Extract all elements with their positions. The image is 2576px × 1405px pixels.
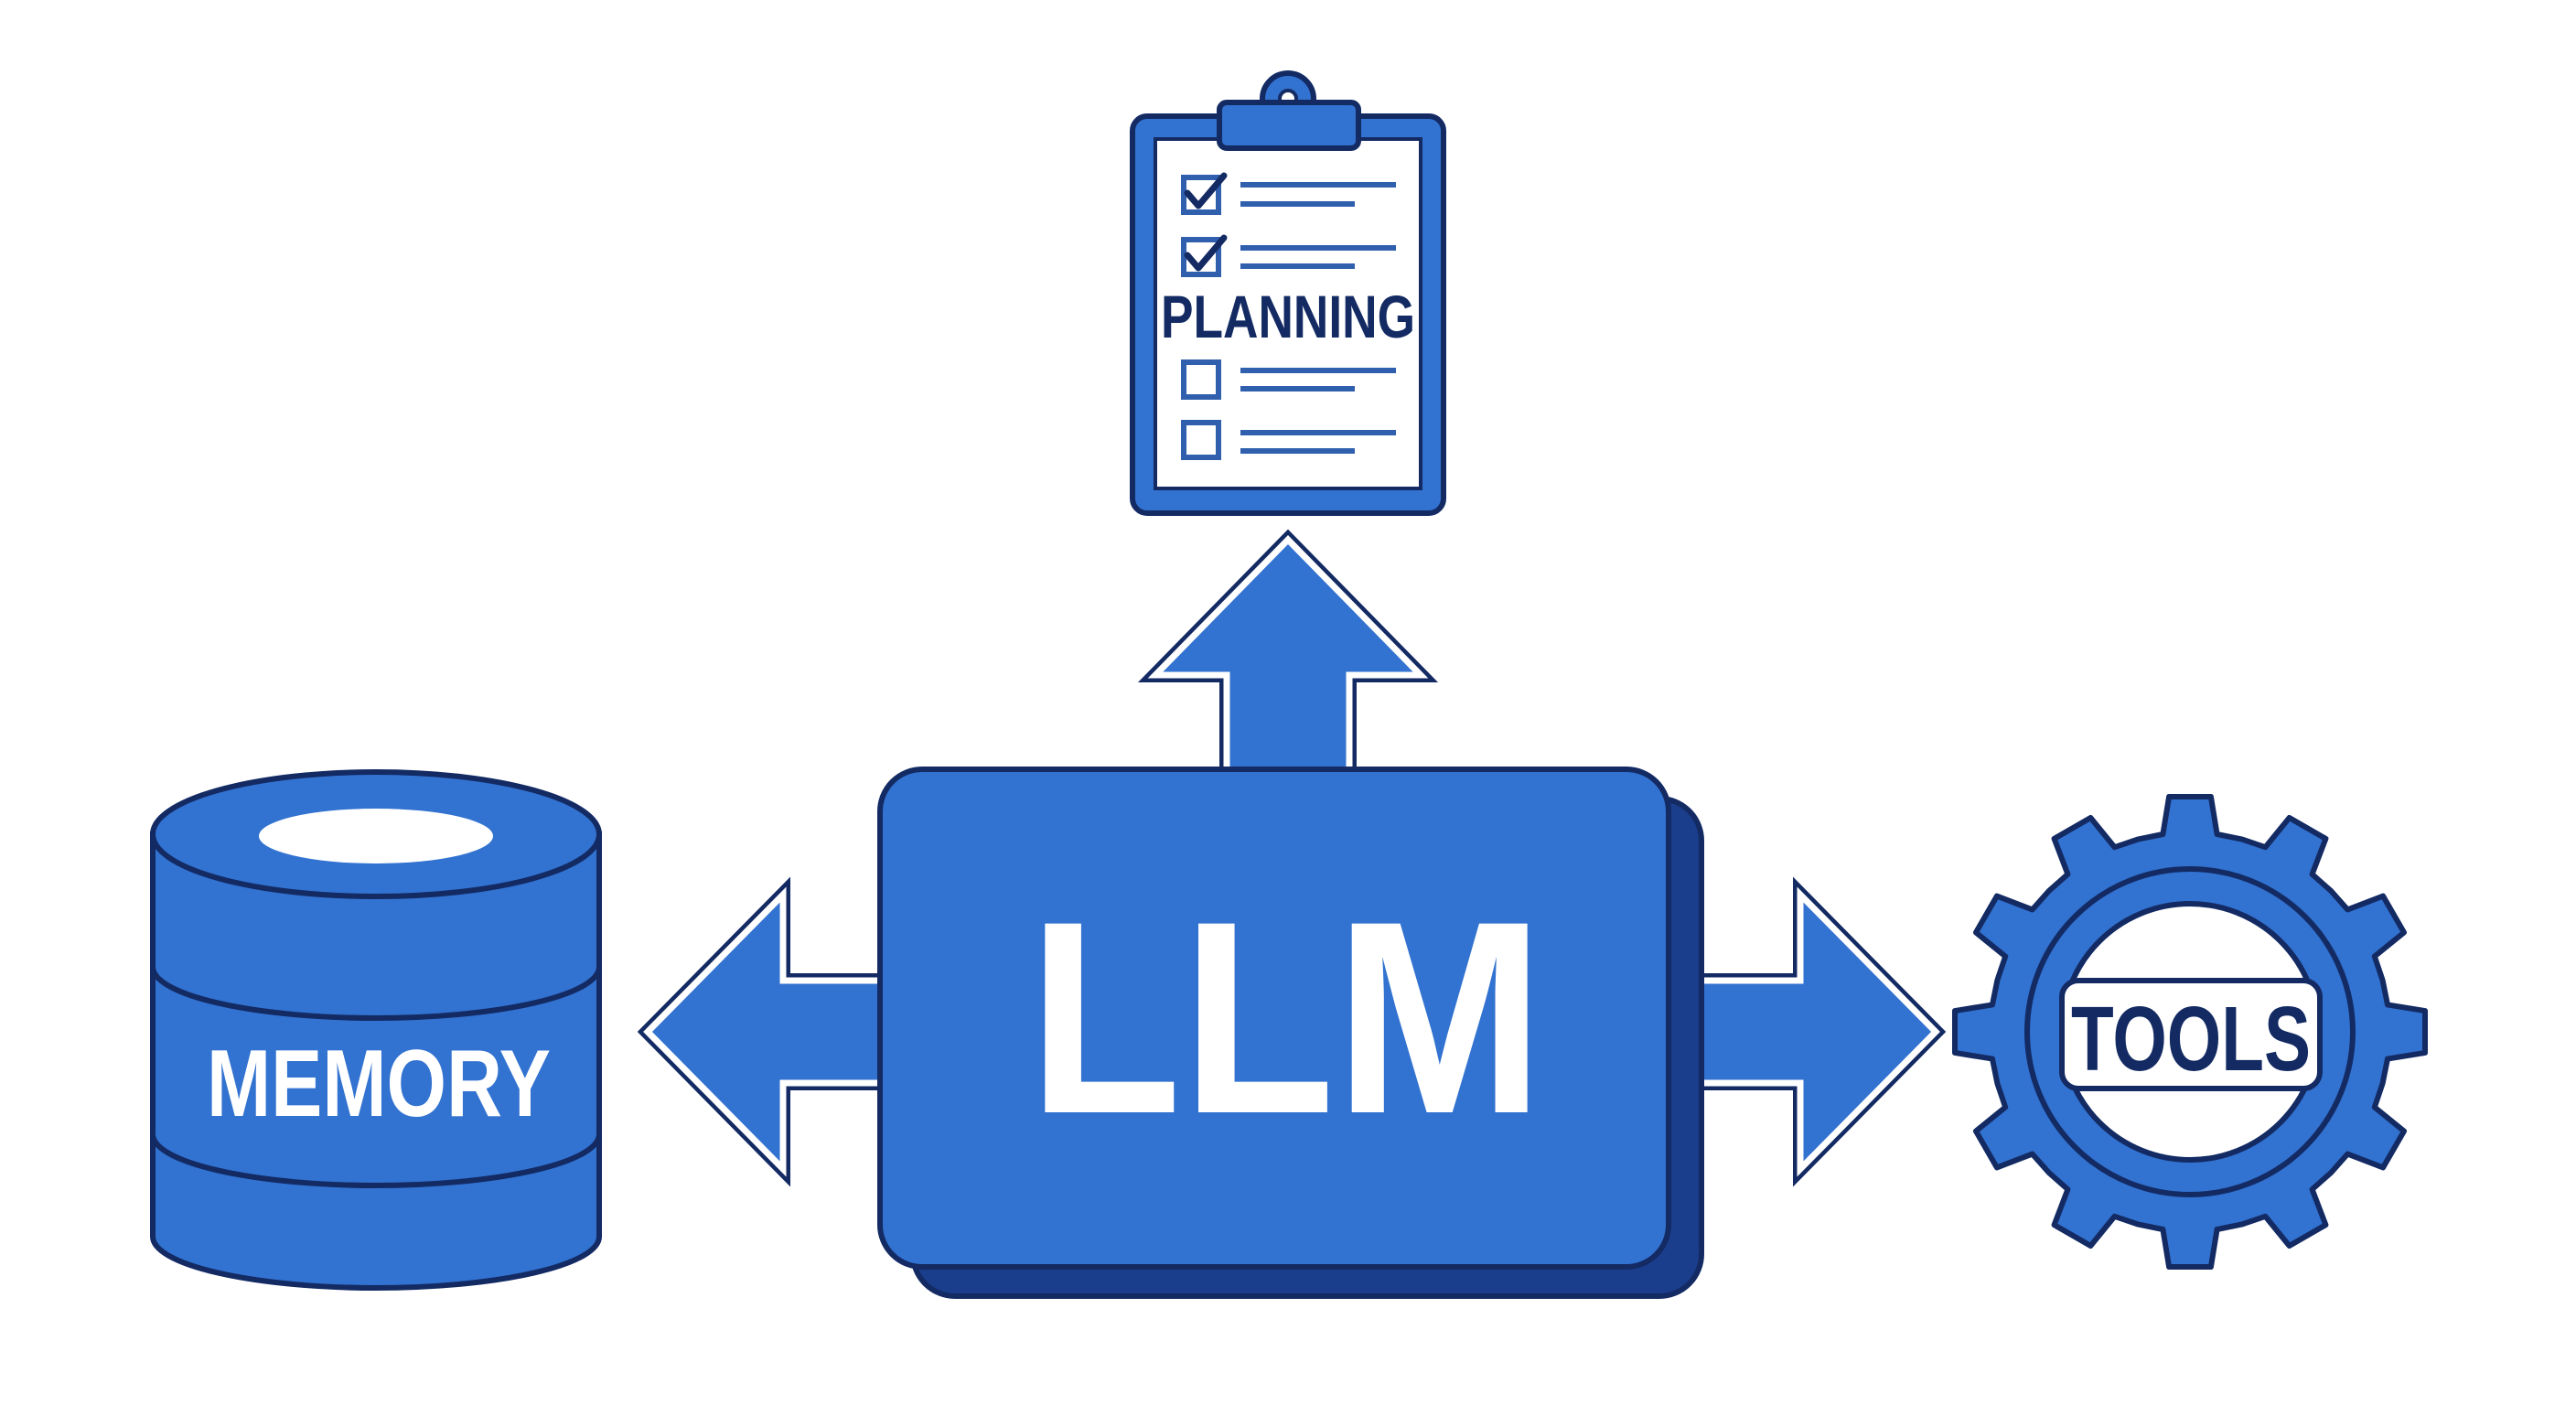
llm-node: LLM	[877, 767, 1704, 1299]
checkmark-icon	[1184, 234, 1228, 272]
planning-label: PLANNING	[1161, 283, 1415, 350]
database-cylinder-icon	[150, 769, 602, 1291]
checkbox-icon	[1181, 359, 1221, 400]
llm-box	[877, 767, 1671, 1270]
checkmark-icon	[1184, 172, 1228, 209]
checklist-row	[1181, 172, 1396, 215]
memory-label: MEMORY	[207, 1031, 551, 1137]
checklist-row	[1181, 420, 1396, 460]
memory-node: MEMORY	[150, 769, 602, 1291]
checkbox-icon	[1181, 420, 1221, 460]
checklist-row	[1181, 234, 1396, 277]
tools-node: TOOLS	[1952, 794, 2428, 1270]
planning-node: PLANNING	[1130, 70, 1446, 516]
tools-label: TOOLS	[2071, 988, 2311, 1090]
llm-label: LLM	[1028, 863, 1544, 1171]
checklist-row	[1181, 359, 1396, 400]
